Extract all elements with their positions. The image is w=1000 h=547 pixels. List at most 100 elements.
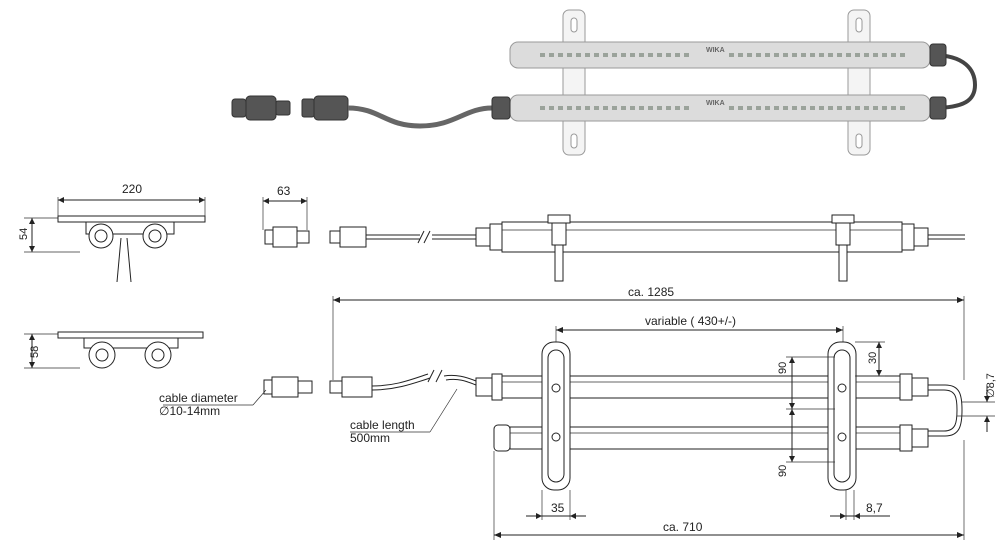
led-dot	[801, 106, 806, 110]
led-dot	[612, 106, 617, 110]
render-led-strip-top	[540, 53, 905, 57]
render-gland-top-right	[929, 43, 947, 67]
plug-female	[339, 226, 367, 248]
render-brand-top: WIKA	[706, 47, 725, 54]
led-dot	[774, 106, 779, 110]
dim-connector-63: 63	[277, 184, 291, 198]
led-dot	[828, 53, 833, 57]
render-led-strip-bottom	[540, 106, 905, 110]
led-dot	[855, 106, 860, 110]
led-dot	[882, 106, 887, 110]
led-dot	[891, 106, 896, 110]
led-dot	[549, 106, 554, 110]
led-dot	[783, 106, 788, 110]
led-dot	[675, 53, 680, 57]
render-plug-body	[245, 95, 277, 121]
render-gland-bottom-right	[929, 96, 947, 120]
led-dot	[666, 106, 671, 110]
led-dot	[684, 106, 689, 110]
dim-tube-spacing-bottom: 90	[777, 465, 789, 477]
led-dot	[648, 106, 653, 110]
led-dot	[900, 106, 905, 110]
led-dot	[603, 106, 608, 110]
led-dot	[738, 53, 743, 57]
led-dot	[756, 53, 761, 57]
led-dot	[837, 106, 842, 110]
led-dot	[819, 53, 824, 57]
led-dot	[837, 53, 842, 57]
dim-bracket-30: 30	[867, 352, 879, 364]
led-dot	[891, 53, 896, 57]
led-dot	[801, 53, 806, 57]
led-dot	[630, 53, 635, 57]
led-dot	[846, 53, 851, 57]
render-plug-tip	[275, 100, 291, 116]
dim-overall-710: ca. 710	[663, 520, 703, 534]
led-dot	[747, 53, 752, 57]
led-dot	[729, 53, 734, 57]
side-view: 63	[262, 184, 965, 282]
led-dot	[648, 53, 653, 57]
led-dot	[846, 106, 851, 110]
render-plug-left	[231, 98, 247, 118]
led-dot	[738, 106, 743, 110]
led-dot	[873, 53, 878, 57]
end-view-lower: 58	[24, 331, 204, 369]
end-view-upper: 220 54	[18, 182, 206, 283]
plan-view: ca. 1285 variable ( 430+/-)	[159, 285, 997, 540]
dim-height-54: 54	[18, 228, 30, 240]
led-dot	[747, 106, 752, 110]
led-dot	[783, 53, 788, 57]
led-dot	[621, 53, 626, 57]
led-dot	[666, 53, 671, 57]
plan-plug-female	[341, 376, 373, 398]
tube-side	[501, 221, 903, 253]
led-dot	[585, 106, 590, 110]
led-dot	[765, 106, 770, 110]
render-socket-body	[313, 95, 349, 121]
dim-width-220: 220	[122, 182, 142, 196]
led-dot	[540, 53, 545, 57]
dim-tube-spacing-top: 90	[777, 362, 789, 374]
bracket-side-right	[831, 214, 855, 224]
bracket-side-left	[547, 214, 571, 224]
led-dot	[576, 53, 581, 57]
note-cable-length-value: 500mm	[350, 431, 390, 445]
render-socket-tip	[301, 98, 315, 118]
led-dot	[675, 106, 680, 110]
led-dot	[684, 53, 689, 57]
led-dot	[594, 53, 599, 57]
note-cable-diameter-value: ∅10-14mm	[159, 404, 220, 418]
led-dot	[729, 106, 734, 110]
mounting-plate-lower	[57, 331, 204, 339]
led-dot	[756, 106, 761, 110]
led-dot	[774, 53, 779, 57]
led-dot	[594, 106, 599, 110]
dim-bracket-offset-8-7: 8,7	[866, 501, 883, 515]
led-dot	[567, 106, 572, 110]
led-dot	[765, 53, 770, 57]
dim-bracket-width-35: 35	[551, 501, 565, 515]
led-dot	[819, 106, 824, 110]
dim-height-58: 58	[29, 346, 41, 358]
led-dot	[792, 53, 797, 57]
dim-variable-spacing: variable ( 430+/-)	[645, 314, 736, 328]
led-dot	[540, 106, 545, 110]
led-dot	[585, 53, 590, 57]
led-dot	[657, 106, 662, 110]
render-loop-cable	[931, 53, 978, 110]
led-dot	[657, 53, 662, 57]
led-dot	[900, 53, 905, 57]
render-cable	[347, 105, 493, 129]
led-dot	[792, 106, 797, 110]
led-dot	[882, 53, 887, 57]
led-dot	[612, 53, 617, 57]
led-dot	[567, 53, 572, 57]
mounting-plate-upper	[57, 215, 206, 223]
led-dot	[810, 53, 815, 57]
product-render: WIKA WIKA	[231, 9, 978, 156]
render-brand-bottom: WIKA	[706, 100, 725, 107]
plan-plug-male	[271, 376, 299, 398]
note-cable-diameter-label: cable diameter	[159, 391, 238, 405]
